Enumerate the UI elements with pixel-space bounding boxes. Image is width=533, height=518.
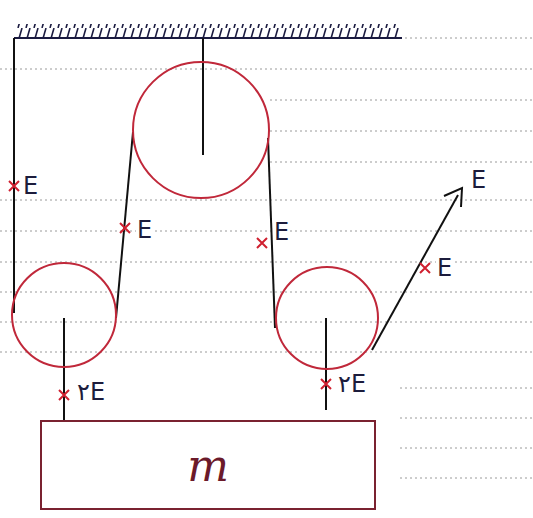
force-label: ۲E bbox=[76, 380, 106, 404]
paper-lines bbox=[0, 38, 533, 478]
force-marks bbox=[9, 181, 430, 400]
force-label: ۲E bbox=[337, 372, 367, 396]
axles bbox=[64, 38, 326, 420]
force-label: E bbox=[136, 218, 153, 242]
force-label: E bbox=[22, 174, 39, 198]
ceiling bbox=[14, 37, 402, 39]
ropes bbox=[14, 38, 462, 350]
pulleys bbox=[12, 62, 378, 369]
ceiling-hatching bbox=[16, 24, 400, 38]
mass-block: m bbox=[40, 420, 376, 510]
mass-label: m bbox=[187, 440, 229, 491]
force-label: E bbox=[470, 168, 487, 192]
force-label: E bbox=[436, 256, 453, 280]
force-label: E bbox=[273, 220, 290, 244]
